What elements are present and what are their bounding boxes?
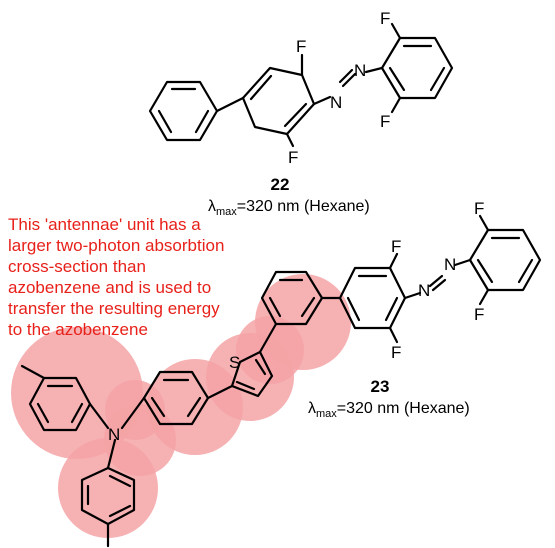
annotation-line: This 'antennae' unit has a (8, 215, 201, 234)
lambda-subscript: max (216, 206, 237, 218)
compound-23-structure (20, 214, 542, 548)
fluorine-label: F (288, 148, 298, 167)
fluorine-label: F (474, 199, 484, 218)
compound-22-label: 22 (271, 175, 290, 194)
compound-23-lambda: λmax=320 nm (Hexane) (308, 400, 470, 420)
fluorine-label: F (391, 343, 401, 362)
nitrogen-label: N (418, 281, 430, 300)
annotation-line: azobenzene and is used to (8, 278, 211, 297)
nitrogen-label: N (444, 255, 456, 274)
fluorine-label: F (391, 237, 401, 256)
sulfur-label: S (229, 353, 240, 372)
fluorine-label: F (380, 112, 390, 131)
lambda-symbol: λ (308, 400, 316, 417)
fluorine-label: F (296, 37, 306, 56)
fluorine-label: F (380, 9, 390, 28)
lambda-value: =320 nm (Hexane) (237, 198, 370, 215)
compound-23-atoms: F F N N F F S N (108, 199, 484, 444)
fluorine-label: F (474, 305, 484, 324)
lambda-value: =320 nm (Hexane) (337, 400, 470, 417)
nitrogen-label: N (354, 61, 366, 80)
nitrogen-label: N (330, 93, 342, 112)
annotation-line: larger two-photon absorbtion (8, 236, 224, 255)
lambda-symbol: λ (208, 198, 216, 215)
compound-22-atoms: F F N N F F (288, 9, 390, 167)
lambda-subscript: max (316, 408, 337, 420)
compound-22-structure (148, 22, 454, 148)
compound-23-label: 23 (371, 377, 390, 396)
annotation-line: to the azobenzene (8, 320, 148, 339)
annotation-line: cross-section than (8, 257, 146, 276)
nitrogen-label: N (108, 425, 120, 444)
compound-22-lambda: λmax=320 nm (Hexane) (208, 198, 370, 218)
annotation-line: transfer the resulting energy (8, 299, 220, 318)
antenna-annotation: This 'antennae' unit has a larger two-ph… (8, 215, 229, 339)
